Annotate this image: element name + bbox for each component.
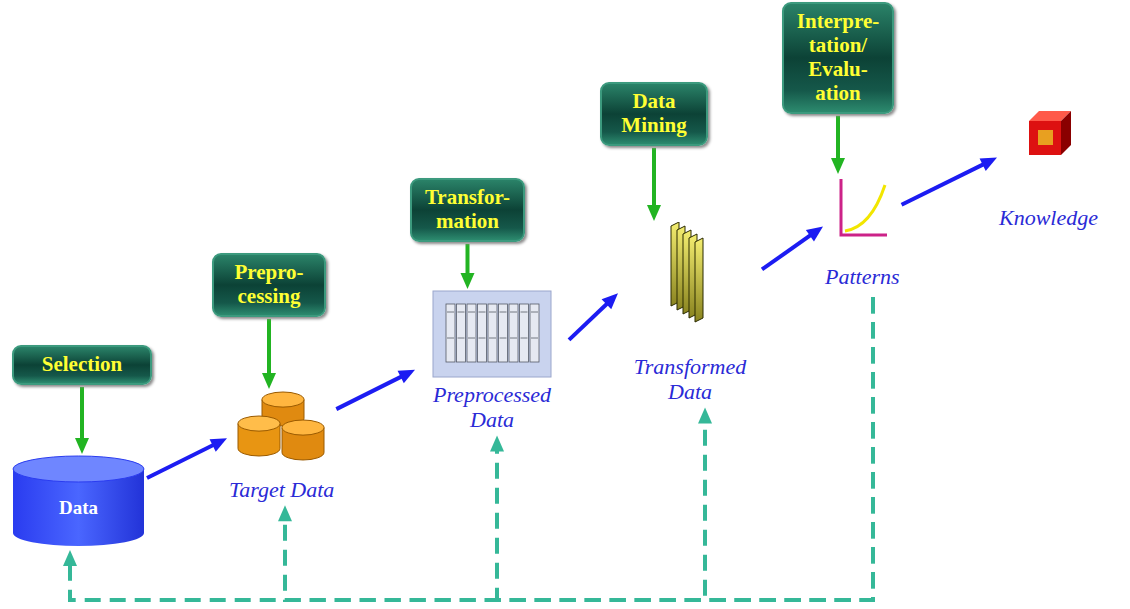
arrow-head (262, 373, 276, 389)
step-label: Transfor- mation (417, 186, 518, 234)
stage-label: Transformed Data (620, 354, 760, 405)
stage-label: Knowledge (999, 205, 1098, 230)
arrow-head (698, 408, 712, 424)
connector-line (267, 319, 271, 376)
stage-label: Data (59, 483, 98, 519)
step-label: Prepro- cessing (219, 261, 319, 309)
arrow-head (278, 505, 292, 521)
step-arrow (647, 148, 661, 221)
step-box: Transfor- mation (410, 178, 525, 242)
step-box: Selection (12, 345, 152, 385)
step-box: Prepro- cessing (212, 253, 326, 317)
arrow-head (831, 158, 845, 174)
step-arrow (75, 387, 89, 454)
stage-icon (835, 175, 890, 240)
connector-line (497, 297, 873, 600)
step-label: Selection (19, 353, 145, 377)
stage-label: Patterns (825, 264, 900, 289)
step-label: Interpre- tation/ Evalu- ation (789, 10, 887, 106)
connector-line (147, 444, 215, 478)
stage-icon (667, 222, 713, 326)
arrow-head (647, 205, 661, 221)
flow-arrow (336, 370, 415, 409)
stage-label: Target Data (229, 477, 334, 502)
connector-line (569, 302, 609, 340)
arrow-head (806, 226, 823, 241)
connector-line (70, 297, 873, 600)
feedback-arrow (698, 297, 873, 600)
connector-line (285, 297, 873, 600)
flow-arrow (569, 293, 618, 340)
feedback-arrow (278, 297, 873, 600)
step-box: Data Mining (600, 82, 708, 146)
connector-line (705, 297, 873, 600)
arrow-head (461, 273, 475, 289)
step-arrow (461, 244, 475, 289)
arrow-head (75, 438, 89, 454)
connector-line (652, 148, 656, 208)
arrow-head (980, 158, 997, 171)
stage-icon (234, 390, 329, 465)
arrow-head (602, 293, 618, 309)
data-stage: Preprocessed Data (417, 290, 567, 433)
stage-icon (1025, 105, 1073, 175)
arrow-head (490, 436, 504, 452)
arrow-head (210, 438, 227, 451)
database-cylinder: Data (12, 455, 145, 547)
step-arrow (262, 319, 276, 389)
connector-line (336, 376, 403, 409)
stage-icon (432, 290, 552, 378)
arrow-head (63, 550, 77, 566)
stage-label: Preprocessed Data (417, 382, 567, 433)
data-stage: Transformed Data (620, 222, 760, 405)
connector-line (836, 116, 840, 161)
flow-arrow (147, 438, 227, 478)
flow-arrow (762, 226, 823, 269)
connector-line (466, 244, 470, 276)
data-stage: Patterns (825, 175, 900, 289)
step-arrow (831, 116, 845, 174)
feedback-arrow (63, 297, 873, 600)
step-box: Interpre- tation/ Evalu- ation (782, 2, 894, 114)
data-stage: Knowledge (999, 105, 1098, 230)
arrow-head (398, 370, 415, 383)
connector-line (762, 234, 812, 270)
flow-arrow (902, 158, 997, 205)
step-label: Data Mining (607, 90, 701, 138)
connector-line (902, 163, 986, 204)
connector-line (80, 387, 84, 441)
data-stage: Target Data (229, 390, 334, 502)
